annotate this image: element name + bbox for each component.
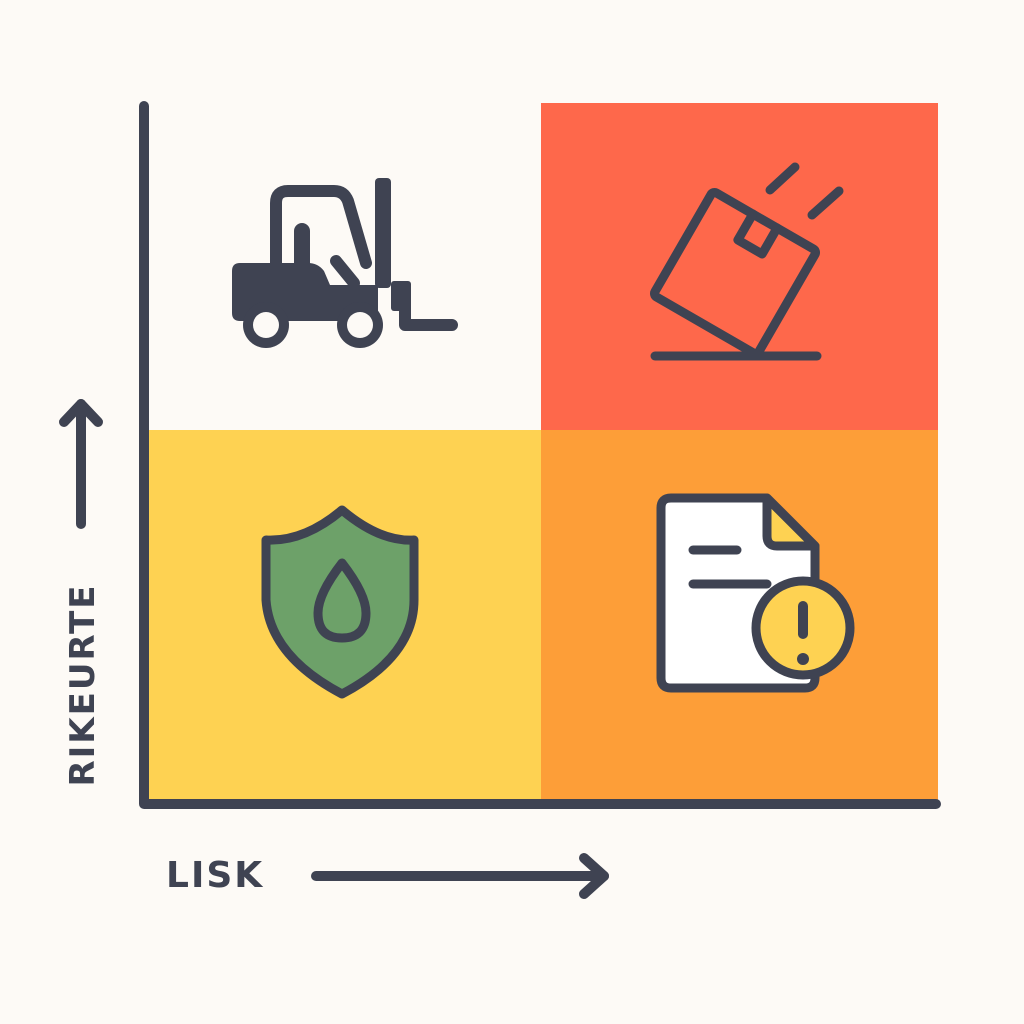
quadrant-bottom-right	[541, 430, 938, 803]
forklift-icon	[232, 178, 458, 348]
quadrant-top-left	[148, 103, 541, 430]
quadrant-bottom-left	[148, 430, 541, 803]
y-axis-label: RIKEURTE	[63, 583, 103, 787]
y-axis-arrow-head	[59, 399, 103, 427]
x-axis-label: LISK	[166, 855, 265, 896]
shield-drop-icon	[148, 430, 541, 803]
x-axis-arrow-head	[579, 853, 609, 899]
document-warning-icon	[541, 430, 938, 803]
quadrant-top-right	[541, 103, 938, 430]
falling-box-icon	[541, 103, 938, 430]
